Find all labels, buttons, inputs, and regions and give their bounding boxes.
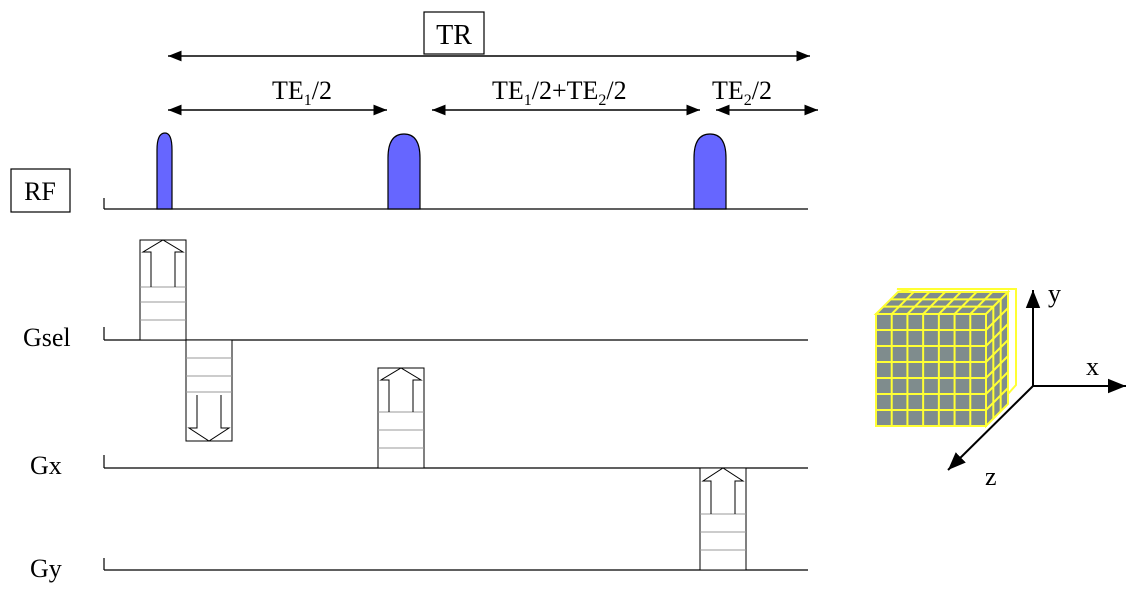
cube-grid-line: [985, 387, 1009, 411]
z-axis-label: z: [985, 462, 997, 491]
cube-grid-line: [985, 355, 1009, 379]
cube-grid-line: [953, 291, 978, 315]
cube-grid-line: [969, 291, 993, 315]
voxel-cube: [873, 288, 1017, 429]
rf-pulse-90: [156, 132, 173, 210]
x-axis-label: x: [1086, 352, 1099, 381]
rf-pulse-180-first: [387, 133, 421, 210]
tr-label: TR: [436, 20, 472, 51]
cube-grid-line: [985, 371, 1009, 395]
cube-grid-line: [891, 291, 915, 315]
rf-pulse-180-second: [693, 133, 727, 210]
gsel-positive-lobe: [139, 239, 187, 341]
cube-grid-line: [985, 323, 1009, 347]
cube-grid-line: [985, 307, 1009, 331]
y-axis-label: y: [1048, 279, 1061, 308]
cube-grid-line: [938, 291, 962, 315]
gsel-label: Gsel: [23, 323, 71, 352]
z-axis-arrow: [947, 385, 1034, 471]
gx-label: Gx: [30, 451, 62, 480]
gsel-negative-lobe: [185, 339, 233, 442]
rf-label-box: [10, 168, 71, 213]
tr-box: [423, 11, 485, 55]
gx-positive-lobe: [377, 367, 425, 469]
te1-half-label: TE1/2: [272, 76, 332, 109]
te1-te2-label: TE1/2+TE2/2: [492, 76, 627, 109]
te2-half-label: TE2/2: [712, 76, 772, 109]
cube-front-face: [875, 313, 987, 427]
rf-label: RF: [24, 177, 56, 206]
cube-grid-line: [906, 291, 931, 315]
cube-grid-line: [922, 291, 946, 315]
cube-grid-line: [985, 339, 1009, 363]
gy-label: Gy: [30, 554, 62, 583]
gy-positive-lobe: [699, 467, 747, 571]
